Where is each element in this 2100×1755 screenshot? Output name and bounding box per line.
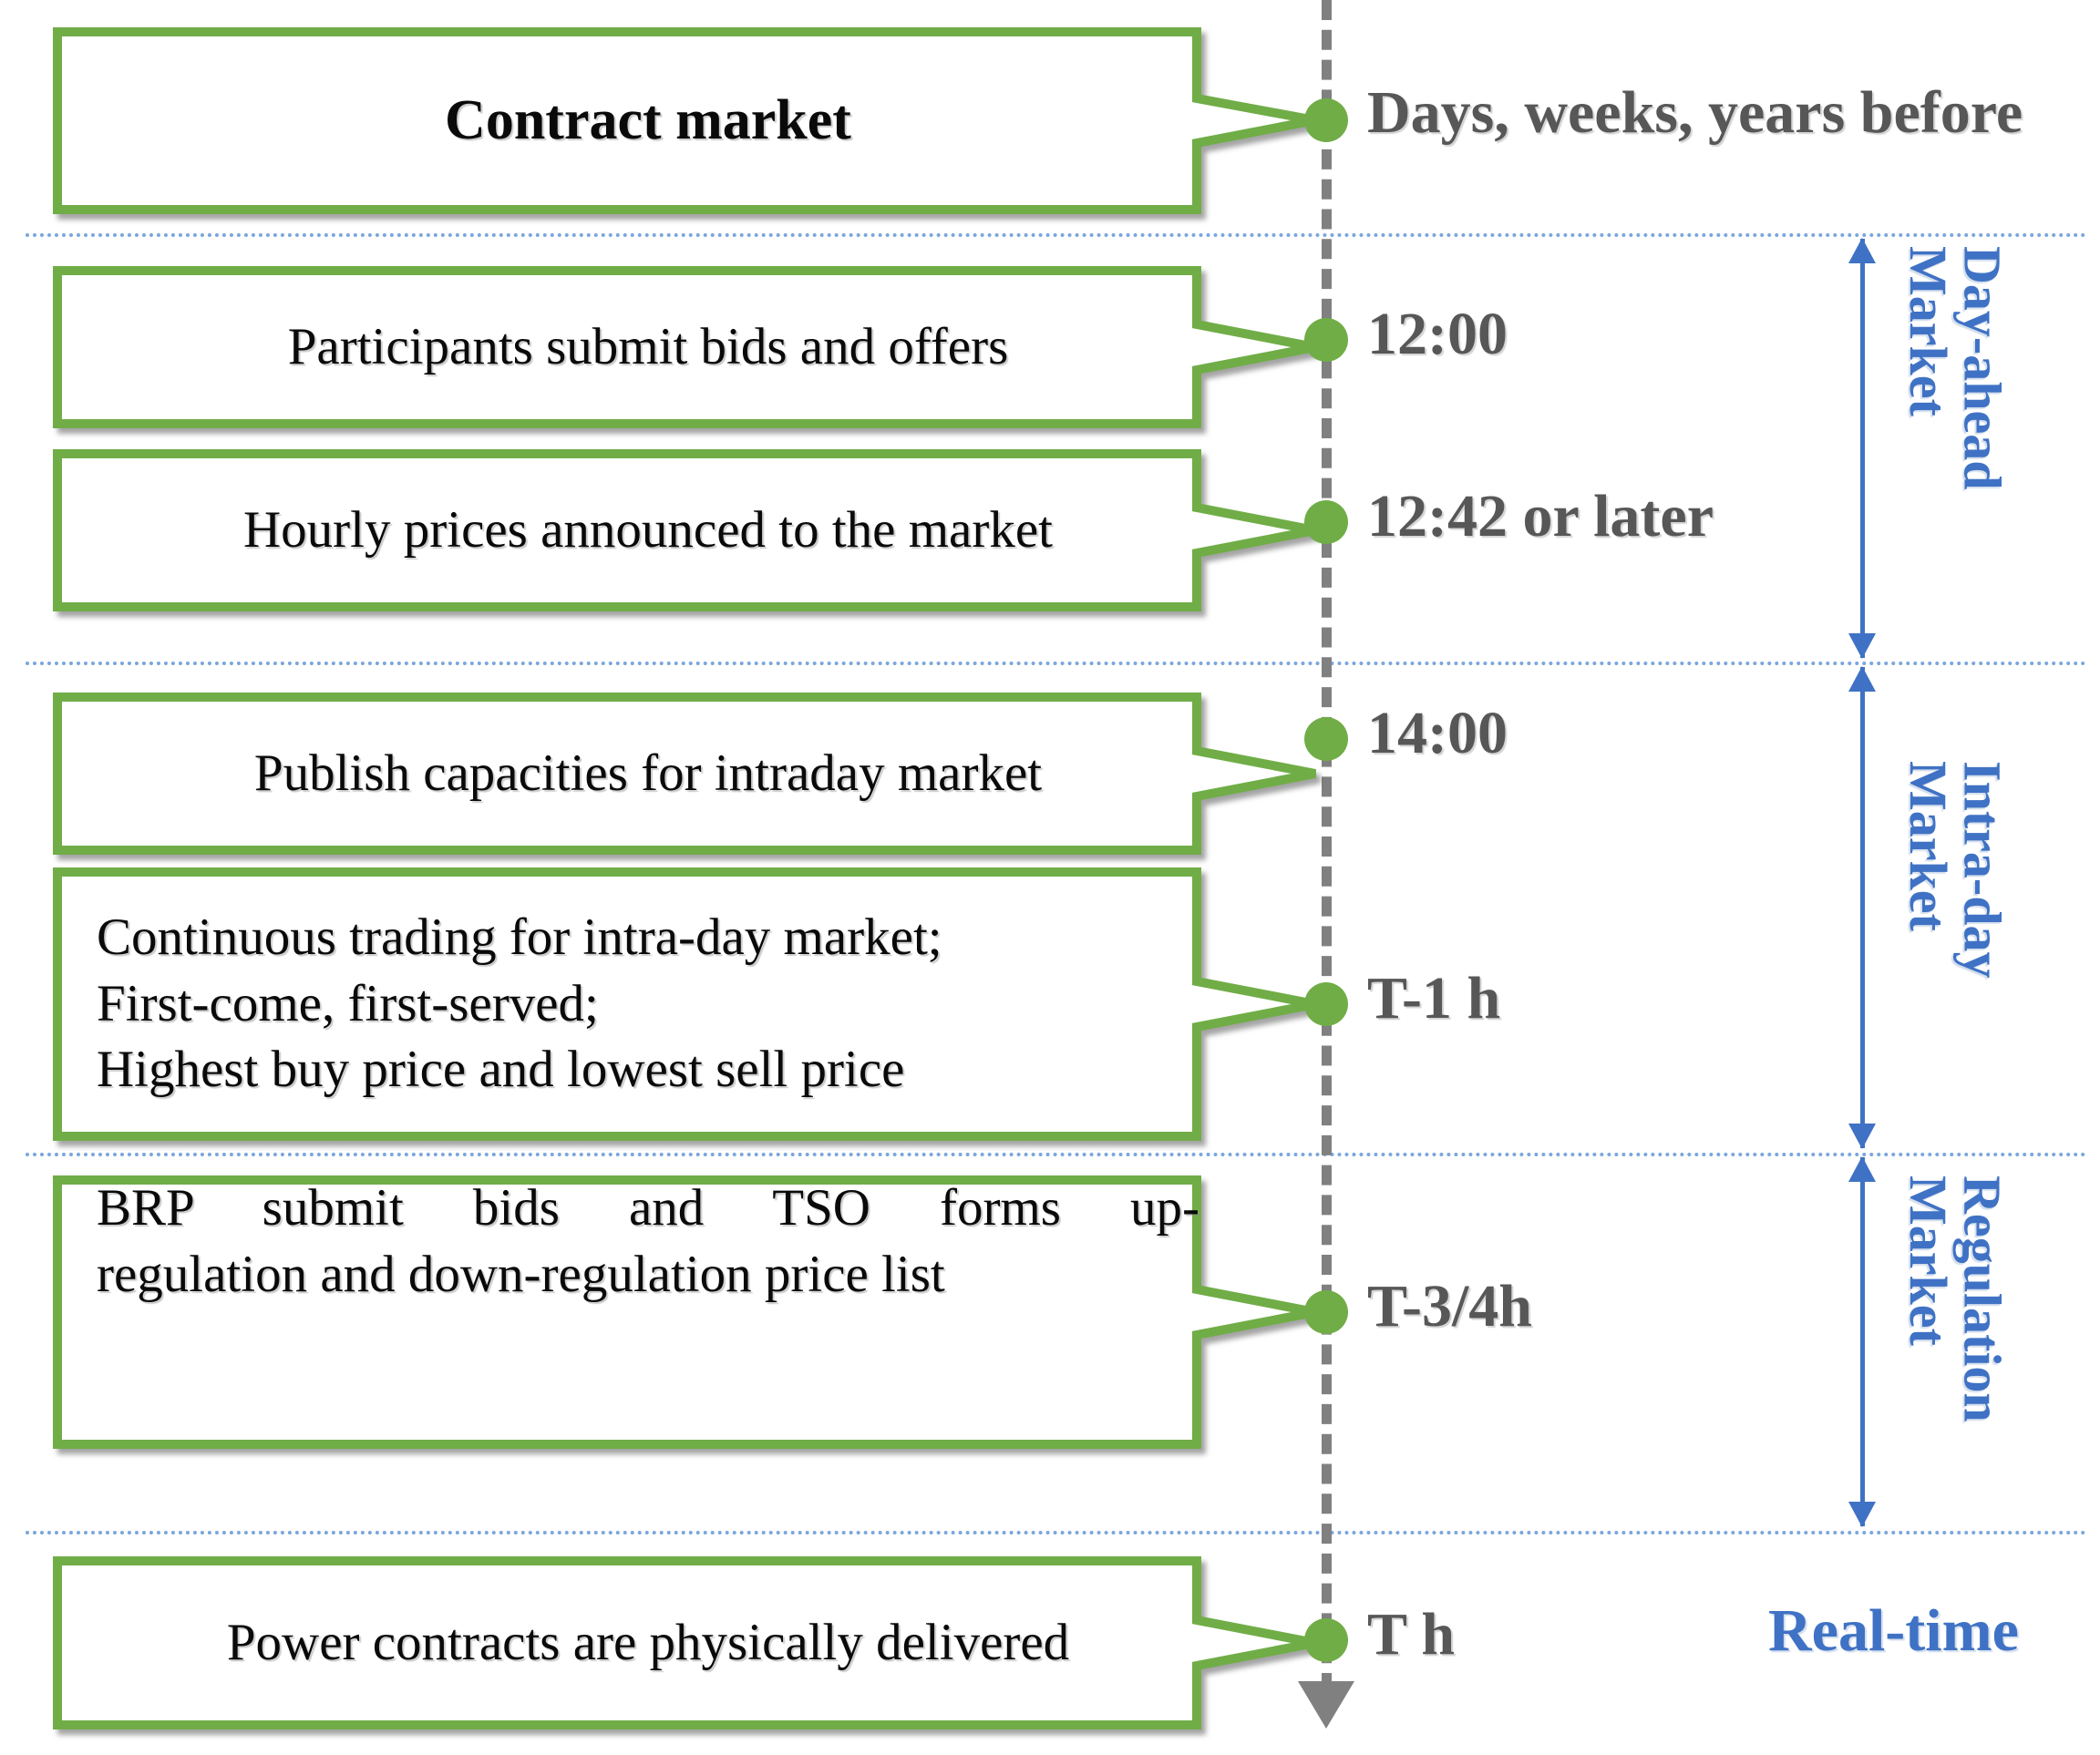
time-label-submit-bids: 12:00 [1367, 301, 1508, 367]
step-text-submit-bids: Participants submit bids and offers [287, 317, 1009, 375]
step-box-brp-bids[interactable]: BRP submit bids and TSO forms up- regula… [53, 1175, 1320, 1449]
arrow-down-icon [1848, 1124, 1876, 1149]
step-text-publish-capacities: Publish capacities for intraday market [253, 744, 1043, 802]
time-label-continuous-trading: T-1 h [1367, 965, 1501, 1031]
phase-label-line-1: Intra-day [1952, 761, 2012, 979]
step-text-line-2: First-come, first-served; [97, 974, 599, 1032]
phase-bracket-intra-day [1848, 666, 1876, 1149]
separator-after-day-ahead [26, 662, 2087, 665]
phase-label-line-2: Market [1899, 1175, 1959, 1346]
arrow-down-icon [1848, 633, 1876, 659]
phase-label-line-1: Regulation [1952, 1175, 2012, 1422]
time-label-brp-bids: T-3/4h [1367, 1273, 1532, 1339]
timeline-dot-publish-capacities [1304, 717, 1348, 761]
bracket-bar [1860, 1157, 1865, 1526]
step-text-brp-bids: BRP submit bids and TSO forms up- regula… [97, 1175, 1199, 1449]
step-box-submit-bids[interactable]: Participants submit bids and offers [53, 266, 1320, 428]
separator-after-intra-day [26, 1153, 2087, 1156]
phase-bracket-regulation [1848, 1156, 1876, 1527]
callout-shape [53, 266, 1320, 428]
timeline-arrow-icon [1298, 1681, 1354, 1729]
phase-label-line-2: Market [1899, 246, 1959, 416]
callout-shape [53, 693, 1320, 855]
time-label-contract-market: Days, weeks, years before [1367, 79, 2023, 146]
step-box-publish-capacities[interactable]: Publish capacities for intraday market [53, 693, 1320, 855]
step-box-hourly-prices[interactable]: Hourly prices announced to the market [53, 449, 1320, 611]
bracket-bar [1860, 667, 1865, 1148]
step-text-physical-delivery: Power contracts are physically delivered [226, 1613, 1070, 1671]
time-label-publish-capacities: 14:00 [1367, 700, 1508, 766]
timeline-dot-hourly-prices [1304, 500, 1348, 544]
callout-shape [53, 1175, 1320, 1449]
step-box-continuous-trading[interactable]: Continuous trading for intra-day market;… [53, 867, 1320, 1141]
time-label-hourly-prices: 12:42 or later [1367, 483, 1714, 549]
step-text-contract-market: Contract market [445, 88, 851, 151]
timeline-dot-continuous-trading [1304, 982, 1348, 1026]
step-box-physical-delivery[interactable]: Power contracts are physically delivered [53, 1556, 1320, 1729]
step-text-continuous-trading: Continuous trading for intra-day market;… [97, 867, 1199, 1141]
phase-label-line-2: Market [1899, 761, 1959, 931]
separator-after-contract-market [26, 233, 2087, 237]
step-text-line-1: Continuous trading for intra-day market; [97, 908, 942, 966]
bracket-bar [1860, 239, 1865, 658]
step-text-line-1: BRP submit bids and TSO forms up- [97, 1179, 1199, 1237]
time-label-physical-delivery: T h [1367, 1601, 1456, 1668]
arrow-down-icon [1848, 1502, 1876, 1527]
step-text-line-3: Highest buy price and lowest sell price [97, 1041, 905, 1099]
timeline-axis [1322, 0, 1332, 1693]
phase-bracket-day-ahead [1848, 238, 1876, 659]
timeline-dot-brp-bids [1304, 1290, 1348, 1334]
callout-shape [53, 449, 1320, 611]
callout-shape [53, 1556, 1320, 1729]
timeline-dot-physical-delivery [1304, 1618, 1348, 1662]
step-text-hourly-prices: Hourly prices announced to the market [243, 500, 1053, 559]
phase-label-line-1: Day-ahead [1952, 246, 2012, 490]
timeline-dot-contract-market [1304, 98, 1348, 142]
step-box-contract-market[interactable]: Contract market [53, 27, 1320, 214]
step-text-line-2: regulation and down-regulation price lis… [97, 1245, 945, 1303]
phase-label-real-time: Real-time [1768, 1597, 2019, 1664]
callout-shape [53, 27, 1320, 214]
separator-after-regulation [26, 1531, 2087, 1534]
callout-shape [53, 867, 1320, 1141]
timeline-dot-submit-bids [1304, 318, 1348, 362]
